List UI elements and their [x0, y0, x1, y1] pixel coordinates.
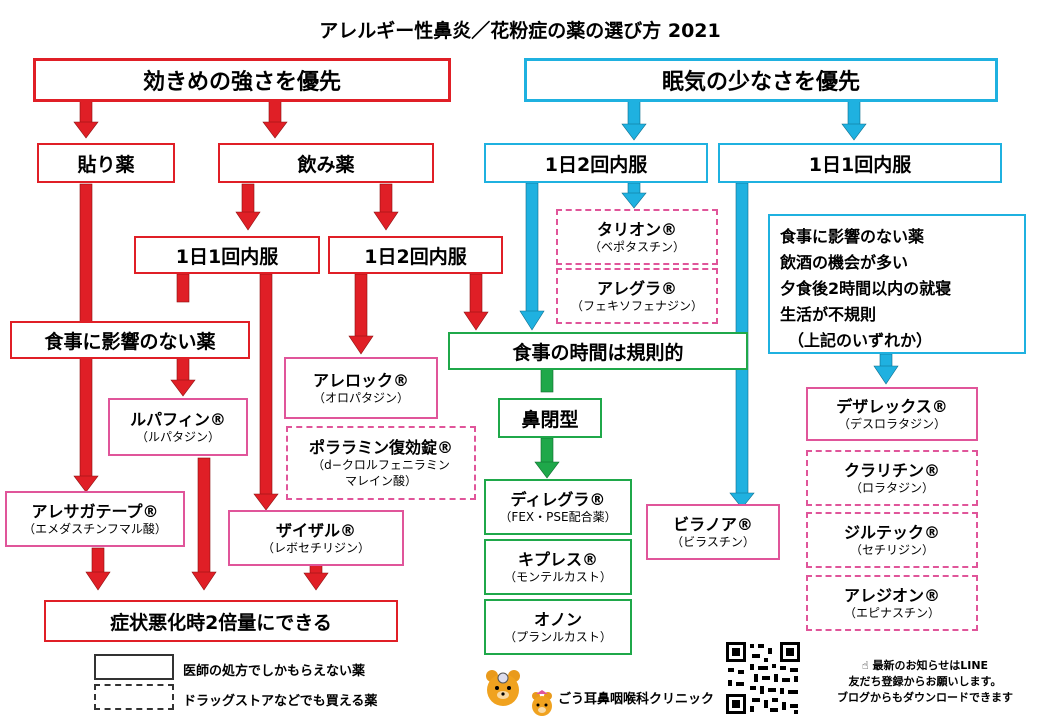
dellegra-box: ディレグラ® （FEX・PSE配合薬）	[484, 479, 632, 535]
bilanoa-name: ビラノア®	[673, 514, 753, 534]
rupafin-name: ルパフィン®	[130, 409, 226, 429]
legend-dashed-swatch	[94, 684, 174, 710]
xyzal-name: ザイザル®	[275, 520, 356, 540]
talion-box: タリオン® （ベポタスチン）	[556, 209, 718, 265]
zyrtec-generic: （セチリジン）	[849, 542, 934, 557]
right-twice-daily-box: 1日2回内服	[484, 143, 708, 183]
bilanoa-generic: （ビラスチン）	[671, 534, 755, 549]
zyrtec-box: ジルテック® （セチリジン）	[806, 512, 978, 568]
page-title: アレルギー性鼻炎／花粉症の薬の選び方 2021	[319, 20, 721, 42]
once-daily-conditions-box: 食事に影響のない薬 飲酒の機会が多い 夕食後2時間以内の就寝 生活が不規則 （上…	[768, 214, 1026, 354]
zyrtec-name: ジルテック®	[843, 522, 940, 542]
allegra-generic: （フェキソフェナジン）	[570, 298, 703, 313]
allelock-generic: （オロパタジン）	[312, 390, 409, 405]
allesaga-box: アレサガテープ® （エメダスチンフマル酸）	[5, 491, 185, 547]
legend-dashed-label: ドラッグストアなどでも買える薬	[183, 694, 378, 709]
condition-item: 生活が不規則	[780, 305, 877, 324]
sleepiness-priority-header: 眠気の少なさを優先	[524, 58, 998, 102]
claritin-name: クラリチン®	[843, 460, 940, 480]
rupafin-generic: （ルパタジン）	[135, 429, 220, 444]
condition-item: （上記のいずれか）	[780, 331, 933, 350]
dellegra-name: ディレグラ®	[510, 489, 606, 509]
onon-generic: （プランルカスト）	[504, 629, 612, 644]
left-no-food-effect-box: 食事に影響のない薬	[10, 321, 250, 359]
green-arrows	[534, 367, 560, 479]
allesaga-name: アレサガテープ®	[31, 501, 159, 521]
allelock-name: アレロック®	[312, 370, 409, 390]
polaramine-name: ポララミン復効錠®	[308, 437, 453, 457]
xyzal-box: ザイザル® （レボセチリジン）	[228, 510, 404, 566]
notice-line-2: 友だち登録からお願いします。	[848, 675, 1002, 688]
condition-item: 夕食後2時間以内の就寝	[780, 279, 952, 298]
bilanoa-box: ビラノア® （ビラスチン）	[646, 504, 780, 560]
bear-mascot-icon	[486, 670, 552, 716]
notice-line-1: ☝ 最新のお知らせはLINE	[861, 659, 989, 672]
kipres-generic: （モンテルカスト）	[504, 569, 612, 584]
strength-priority-header: 効きめの強さを優先	[33, 58, 451, 102]
patch-box: 貼り薬	[37, 143, 175, 183]
rupafin-box: ルパフィン® （ルパタジン）	[108, 398, 248, 456]
desalex-generic: （デスロラタジン）	[837, 416, 946, 431]
clinic-name: ごう耳鼻咽喉科クリニック	[558, 692, 715, 707]
claritin-generic: （ロラタジン）	[849, 480, 934, 495]
kipres-box: キプレス® （モンテルカスト）	[484, 539, 632, 595]
condition-item: 飲酒の機会が多い	[780, 253, 909, 272]
xyzal-generic: （レボセチリジン）	[261, 540, 370, 555]
allegra-name: アレグラ®	[596, 278, 677, 298]
desalex-box: デザレックス® （デスロラタジン）	[806, 387, 978, 441]
oral-box: 飲み薬	[218, 143, 434, 183]
left-twice-daily-box: 1日2回内服	[328, 236, 503, 274]
polaramine-box: ポララミン復効錠® （d−クロルフェニラミン マレイン酸）	[286, 426, 476, 500]
allelock-box: アレロック® （オロパタジン）	[284, 357, 438, 419]
onon-name: オノン	[533, 609, 582, 629]
notice-line-3: ブログからもダウンロードできます	[837, 691, 1013, 704]
allesaga-generic: （エメダスチンフマル酸）	[23, 521, 167, 536]
allelgion-box: アレジオン® （エピナスチン）	[806, 575, 978, 631]
allelgion-name: アレジオン®	[843, 585, 940, 605]
desalex-name: デザレックス®	[836, 396, 948, 416]
polaramine-generic-2: マレイン酸）	[344, 473, 417, 488]
allegra-box: アレグラ® （フェキソフェナジン）	[556, 268, 718, 324]
dellegra-generic: （FEX・PSE配合薬）	[499, 509, 617, 524]
line-notice: ☝ 最新のお知らせはLINE 友だち登録からお願いします。 ブログからもダウンロ…	[820, 658, 1030, 706]
double-dose-box: 症状悪化時2倍量にできる	[44, 600, 398, 642]
nasal-block-box: 鼻閉型	[498, 398, 602, 438]
regular-meals-box: 食事の時間は規則的	[448, 332, 748, 370]
kipres-name: キプレス®	[517, 549, 598, 569]
talion-generic: （ベポタスチン）	[588, 239, 685, 254]
polaramine-generic-1: （d−クロルフェニラミン	[312, 457, 450, 472]
legend-solid-label: 医師の処方でしかもらえない薬	[183, 664, 366, 679]
claritin-box: クラリチン® （ロラタジン）	[806, 450, 978, 506]
right-once-daily-box: 1日1回内服	[718, 143, 1002, 183]
condition-item: 食事に影響のない薬	[780, 227, 925, 246]
allelgion-generic: （エピナスチン）	[843, 605, 940, 620]
onon-box: オノン （プランルカスト）	[484, 599, 632, 655]
talion-name: タリオン®	[596, 219, 677, 239]
qr-code-icon[interactable]	[724, 640, 802, 716]
legend-solid-swatch	[94, 654, 174, 680]
left-once-daily-box: 1日1回内服	[134, 236, 320, 274]
